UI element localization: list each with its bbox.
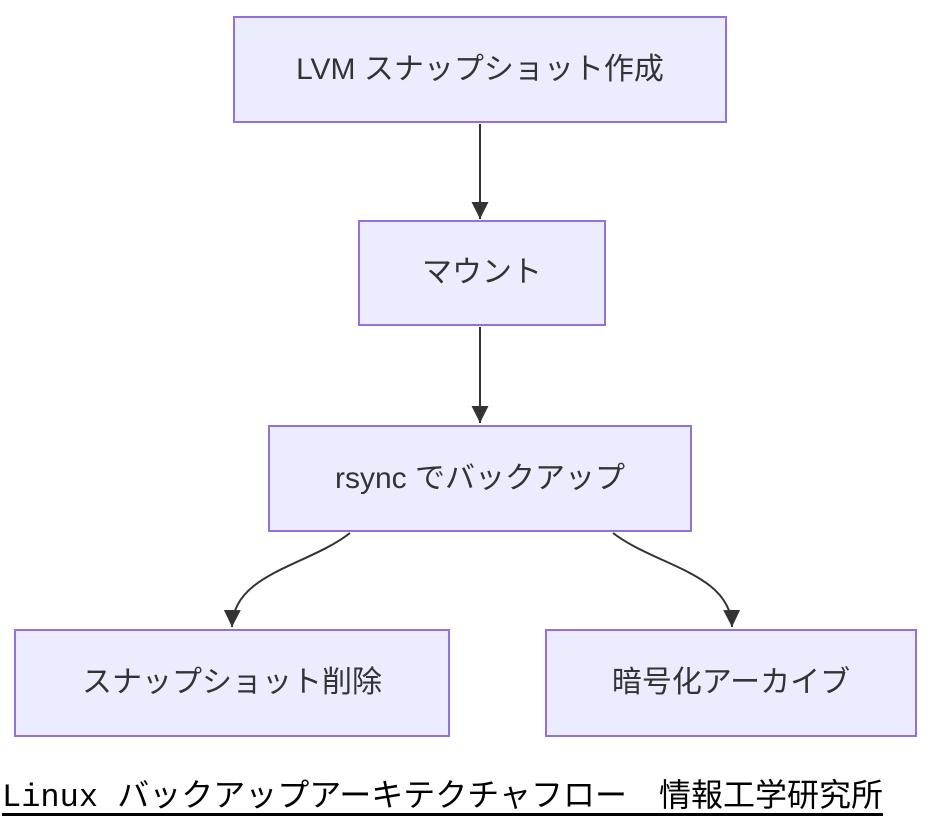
node-label: 暗号化アーカイブ [611,666,851,699]
node-label: スナップショット削除 [82,666,382,699]
flowchart-node-lvm-snapshot-create: LVM スナップショット作成 [233,16,727,123]
edge-c-to-d [223,532,351,628]
node-label: マウント [422,256,542,289]
edge-c-to-e [612,532,741,628]
node-label: LVM スナップショット作成 [296,52,664,86]
flowchart-node-rsync-backup: rsync でバックアップ [268,425,692,532]
flowchart-node-mount: マウント [358,220,606,326]
flowchart-node-encrypted-archive: 暗号化アーカイブ [545,629,917,737]
diagram-caption: Linux バックアップアーキテクチャフロー 情報工学研究所 [2,779,883,816]
node-label: rsync でバックアップ [334,461,625,495]
flowchart-node-snapshot-delete: スナップショット削除 [14,629,450,737]
